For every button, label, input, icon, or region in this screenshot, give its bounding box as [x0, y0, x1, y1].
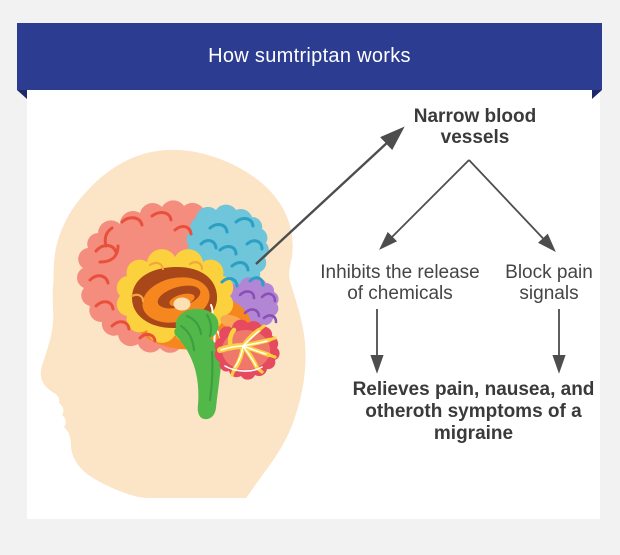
- label-block-pain-signals: Block pain signals: [505, 262, 593, 304]
- ribbon-fold-right-icon: [592, 90, 602, 99]
- ribbon-fold-left-icon: [17, 90, 27, 99]
- page-title: How sumtriptan works: [208, 45, 411, 67]
- parietal-squiggles: [199, 217, 265, 288]
- thalamus-cream-spot: [173, 297, 191, 311]
- occipital-squiggles: [238, 290, 278, 324]
- label-relieves-symptoms: Relieves pain, nausea, and otheroth symp…: [352, 379, 595, 444]
- arrow-narrow-to-inhibits: [379, 159, 470, 250]
- cerebrum-squiggles: [88, 211, 193, 343]
- limbic-squiggles: [130, 261, 204, 303]
- arrow-brain-to-narrow: [255, 126, 405, 265]
- brain-stem-lines: [179, 313, 214, 402]
- cerebellum-veins: [220, 330, 268, 372]
- flow-arrows: [255, 126, 566, 374]
- label-narrow-blood-vessels: Narrow blood vessels: [413, 106, 537, 148]
- title-banner: How sumtriptan works: [17, 23, 602, 99]
- label-inhibits-release: Inhibits the release of chemicals: [320, 262, 480, 304]
- arrow-narrow-to-block: [468, 159, 556, 252]
